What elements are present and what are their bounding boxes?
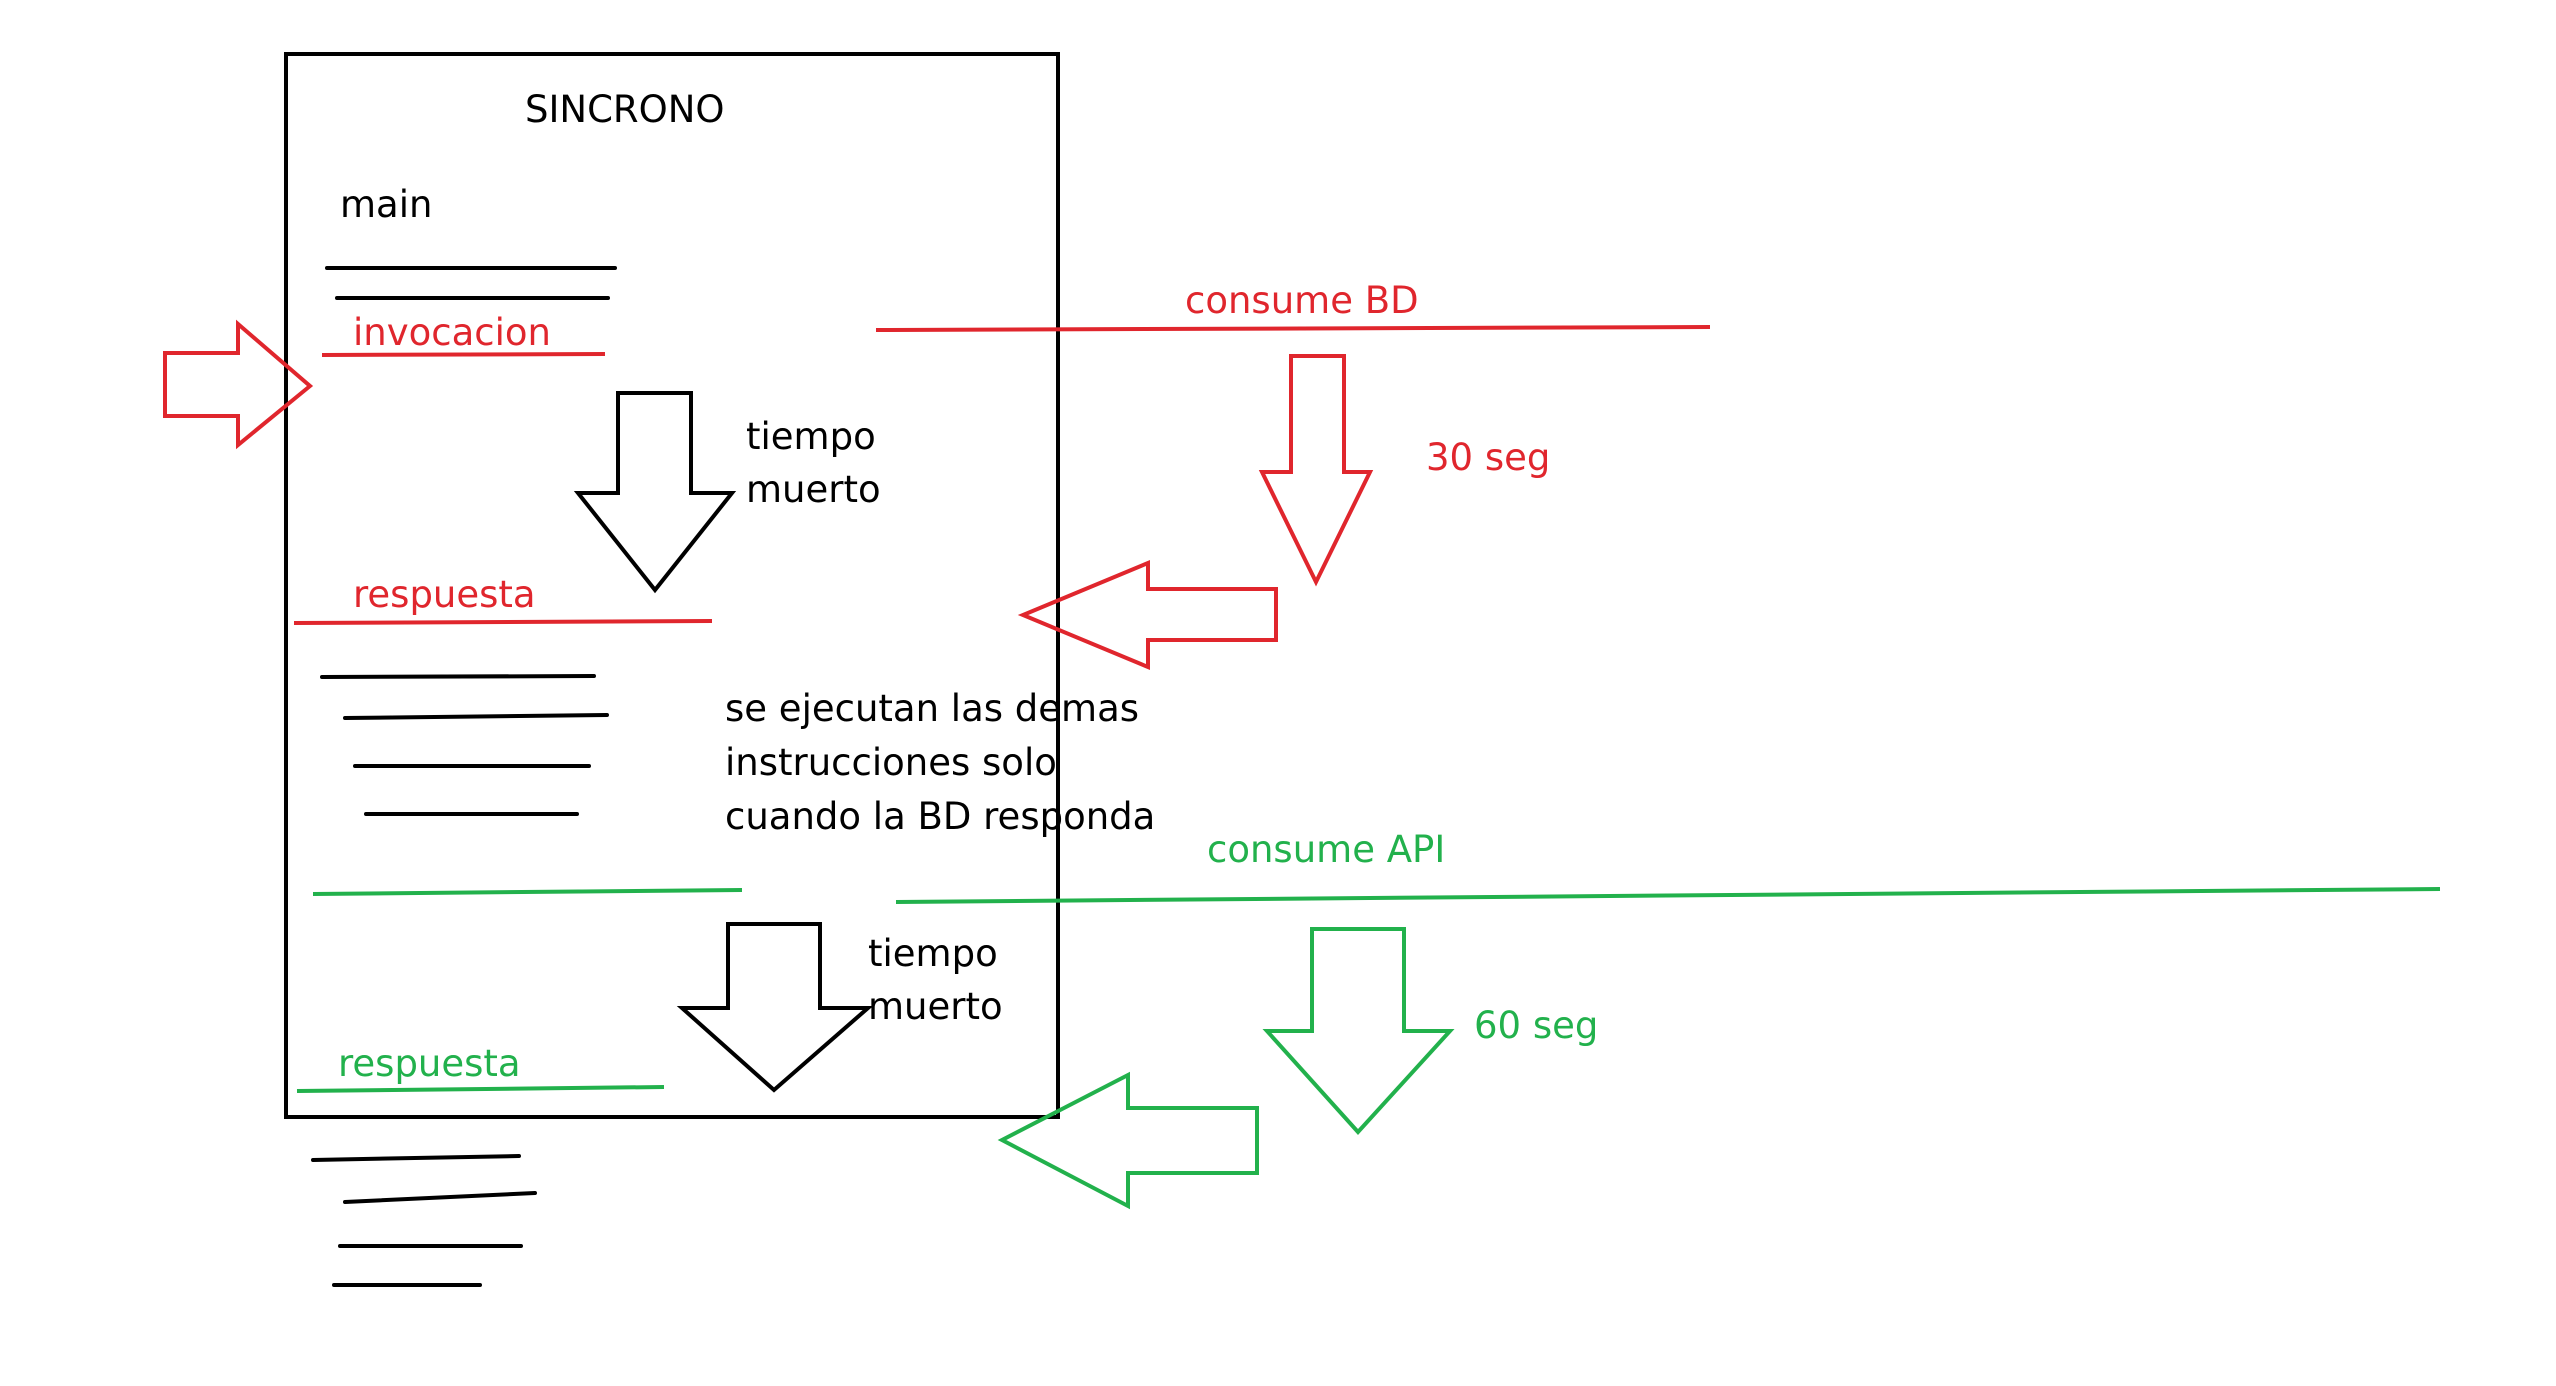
consume-db-label: consume BD [1185, 279, 1419, 322]
consume-api-line [895, 887, 2441, 904]
api-response-line [296, 1085, 665, 1093]
code-lines-bottom [311, 1154, 537, 1287]
api-return-arrow-icon [997, 1071, 1259, 1210]
note-line3: cuando la BD responda [725, 795, 1155, 838]
idle-arrow-db-icon [573, 391, 737, 594]
api-response-label: respuesta [338, 1042, 521, 1085]
idle-api-label-line1: tiempo [868, 932, 998, 975]
db-return-arrow-icon [1017, 560, 1278, 670]
api-wait-label: 60 seg [1474, 1004, 1598, 1047]
api-start-line [312, 888, 743, 896]
invocation-arrow-icon [163, 319, 314, 450]
api-wait-arrow-icon [1262, 927, 1455, 1135]
main-label: main [340, 183, 432, 226]
db-response-label: respuesta [353, 573, 536, 616]
db-response-line [293, 619, 713, 625]
note-line2: instrucciones solo [725, 741, 1057, 784]
note-line1: se ejecutan las demas [725, 687, 1139, 730]
consume-db-line [875, 325, 1711, 332]
sincrono-box [284, 52, 1060, 1119]
code-lines-top [325, 266, 617, 300]
db-wait-arrow-icon [1258, 354, 1374, 587]
idle-api-label-line2: muerto [868, 985, 1003, 1028]
consume-api-label: consume API [1207, 828, 1445, 871]
idle-db-label-line2: muerto [746, 468, 881, 511]
code-lines-middle [320, 674, 609, 816]
db-wait-label: 30 seg [1426, 436, 1550, 479]
idle-arrow-api-icon [676, 922, 874, 1093]
box-title: SINCRONO [525, 88, 725, 131]
idle-db-label-line1: tiempo [746, 415, 876, 458]
invocation-label: invocacion [353, 311, 551, 354]
invocation-line [321, 352, 606, 357]
